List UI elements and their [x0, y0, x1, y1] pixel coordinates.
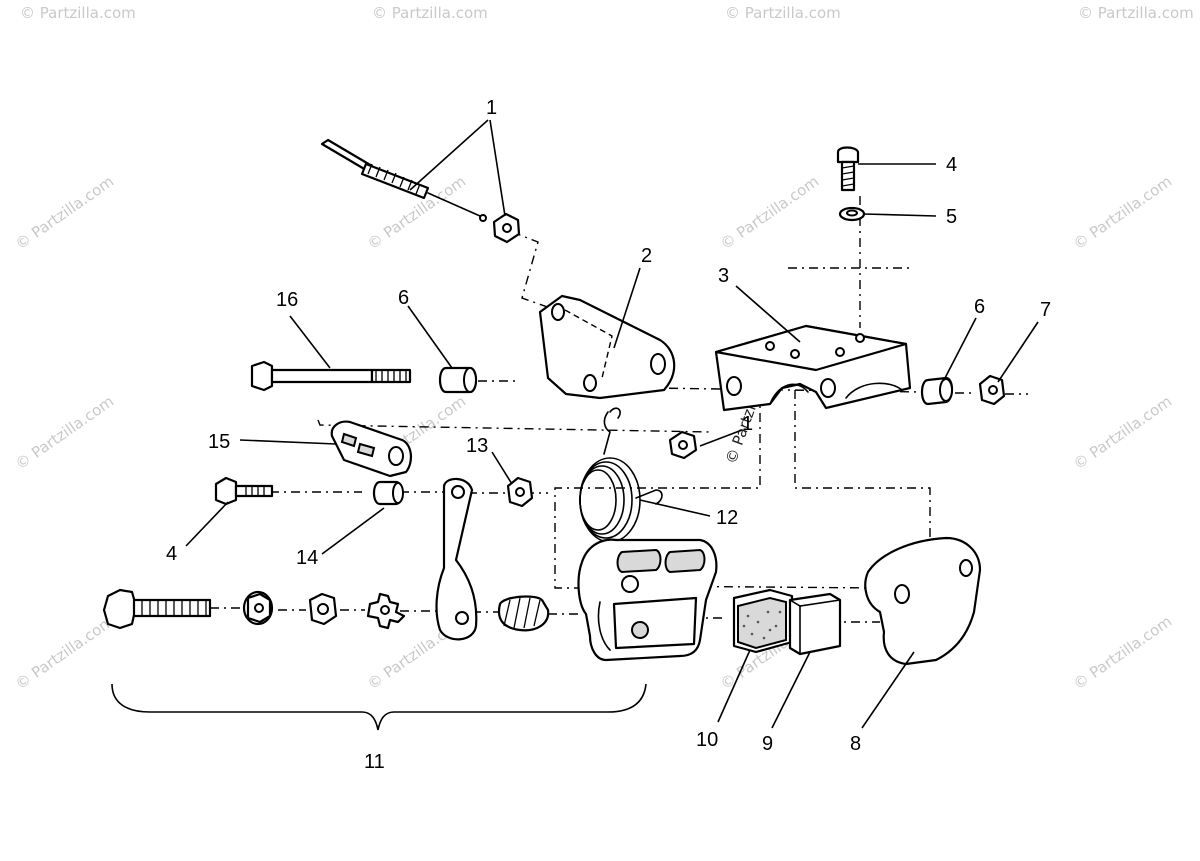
watermark: © Partzilla.com	[12, 392, 117, 473]
callout-12: 12	[716, 507, 738, 529]
part-2-bracket[interactable]	[538, 294, 676, 400]
part-12-torsion-spring[interactable]	[579, 407, 663, 543]
watermark: © Partzilla.com	[12, 172, 117, 253]
part-4-bolt-top[interactable]	[836, 146, 860, 192]
callout-6-left: 6	[398, 287, 409, 309]
part-3-mount-bracket[interactable]	[714, 324, 912, 412]
callout-2: 2	[641, 245, 652, 267]
part-6-bushing-right[interactable]	[920, 376, 954, 406]
callout-6-right: 6	[974, 296, 985, 318]
part-5-washer[interactable]	[838, 206, 866, 222]
callout-9: 9	[762, 733, 773, 755]
callout-15: 15	[208, 431, 230, 453]
watermark: © Partzilla.com	[717, 172, 822, 253]
part-11-adjuster-assembly[interactable]	[102, 588, 550, 632]
part-6-bushing-left[interactable]	[438, 366, 478, 394]
part-1-nut-lower[interactable]	[668, 430, 698, 460]
part-10-brake-pad[interactable]	[732, 588, 794, 654]
watermark: © Partzilla.com	[725, 4, 841, 22]
callout-8: 8	[850, 733, 861, 755]
callout-1-lower: 1	[742, 413, 753, 435]
part-1-nut-top[interactable]	[492, 212, 521, 244]
callout-4-top: 4	[946, 154, 957, 176]
callout-labels: 1 1 2 3 4 4 5 6 6 7 8 9 10 11 12 13 14 1…	[166, 97, 1051, 773]
part-16-long-bolt[interactable]	[250, 360, 412, 392]
callout-4-left: 4	[166, 543, 177, 565]
watermark: © Partzilla.com	[372, 4, 488, 22]
callout-7: 7	[1040, 299, 1051, 321]
leader-lines	[185, 119, 1039, 729]
watermark: © Partzilla.com	[1070, 612, 1175, 693]
callout-16: 16	[276, 289, 298, 311]
callout-1: 1	[486, 97, 497, 119]
part-9-pad-backing[interactable]	[788, 592, 842, 656]
part-7-nut[interactable]	[978, 374, 1006, 406]
part-14-spacer[interactable]	[372, 480, 404, 506]
watermark: © Partzilla.com	[1070, 172, 1175, 253]
callout-3: 3	[718, 265, 729, 287]
lever-arm[interactable]	[435, 477, 478, 641]
part-4-bolt-left[interactable]	[214, 476, 274, 506]
watermark: © Partzilla.com	[1070, 392, 1175, 473]
brace-11	[111, 683, 647, 731]
part-8-outer-plate[interactable]	[864, 536, 982, 666]
callout-13: 13	[466, 435, 488, 457]
part-13-nut[interactable]	[506, 476, 534, 508]
callout-5: 5	[946, 206, 957, 228]
callout-14: 14	[296, 547, 318, 569]
watermark: © Partzilla.com	[12, 612, 117, 693]
caliper-body[interactable]	[577, 538, 718, 662]
watermark: © Partzilla.com	[20, 4, 136, 22]
watermark: © Partzilla.com	[1078, 4, 1194, 22]
callout-11: 11	[364, 751, 385, 773]
callout-10: 10	[696, 729, 718, 751]
part-15-clamp-block[interactable]	[330, 420, 412, 478]
